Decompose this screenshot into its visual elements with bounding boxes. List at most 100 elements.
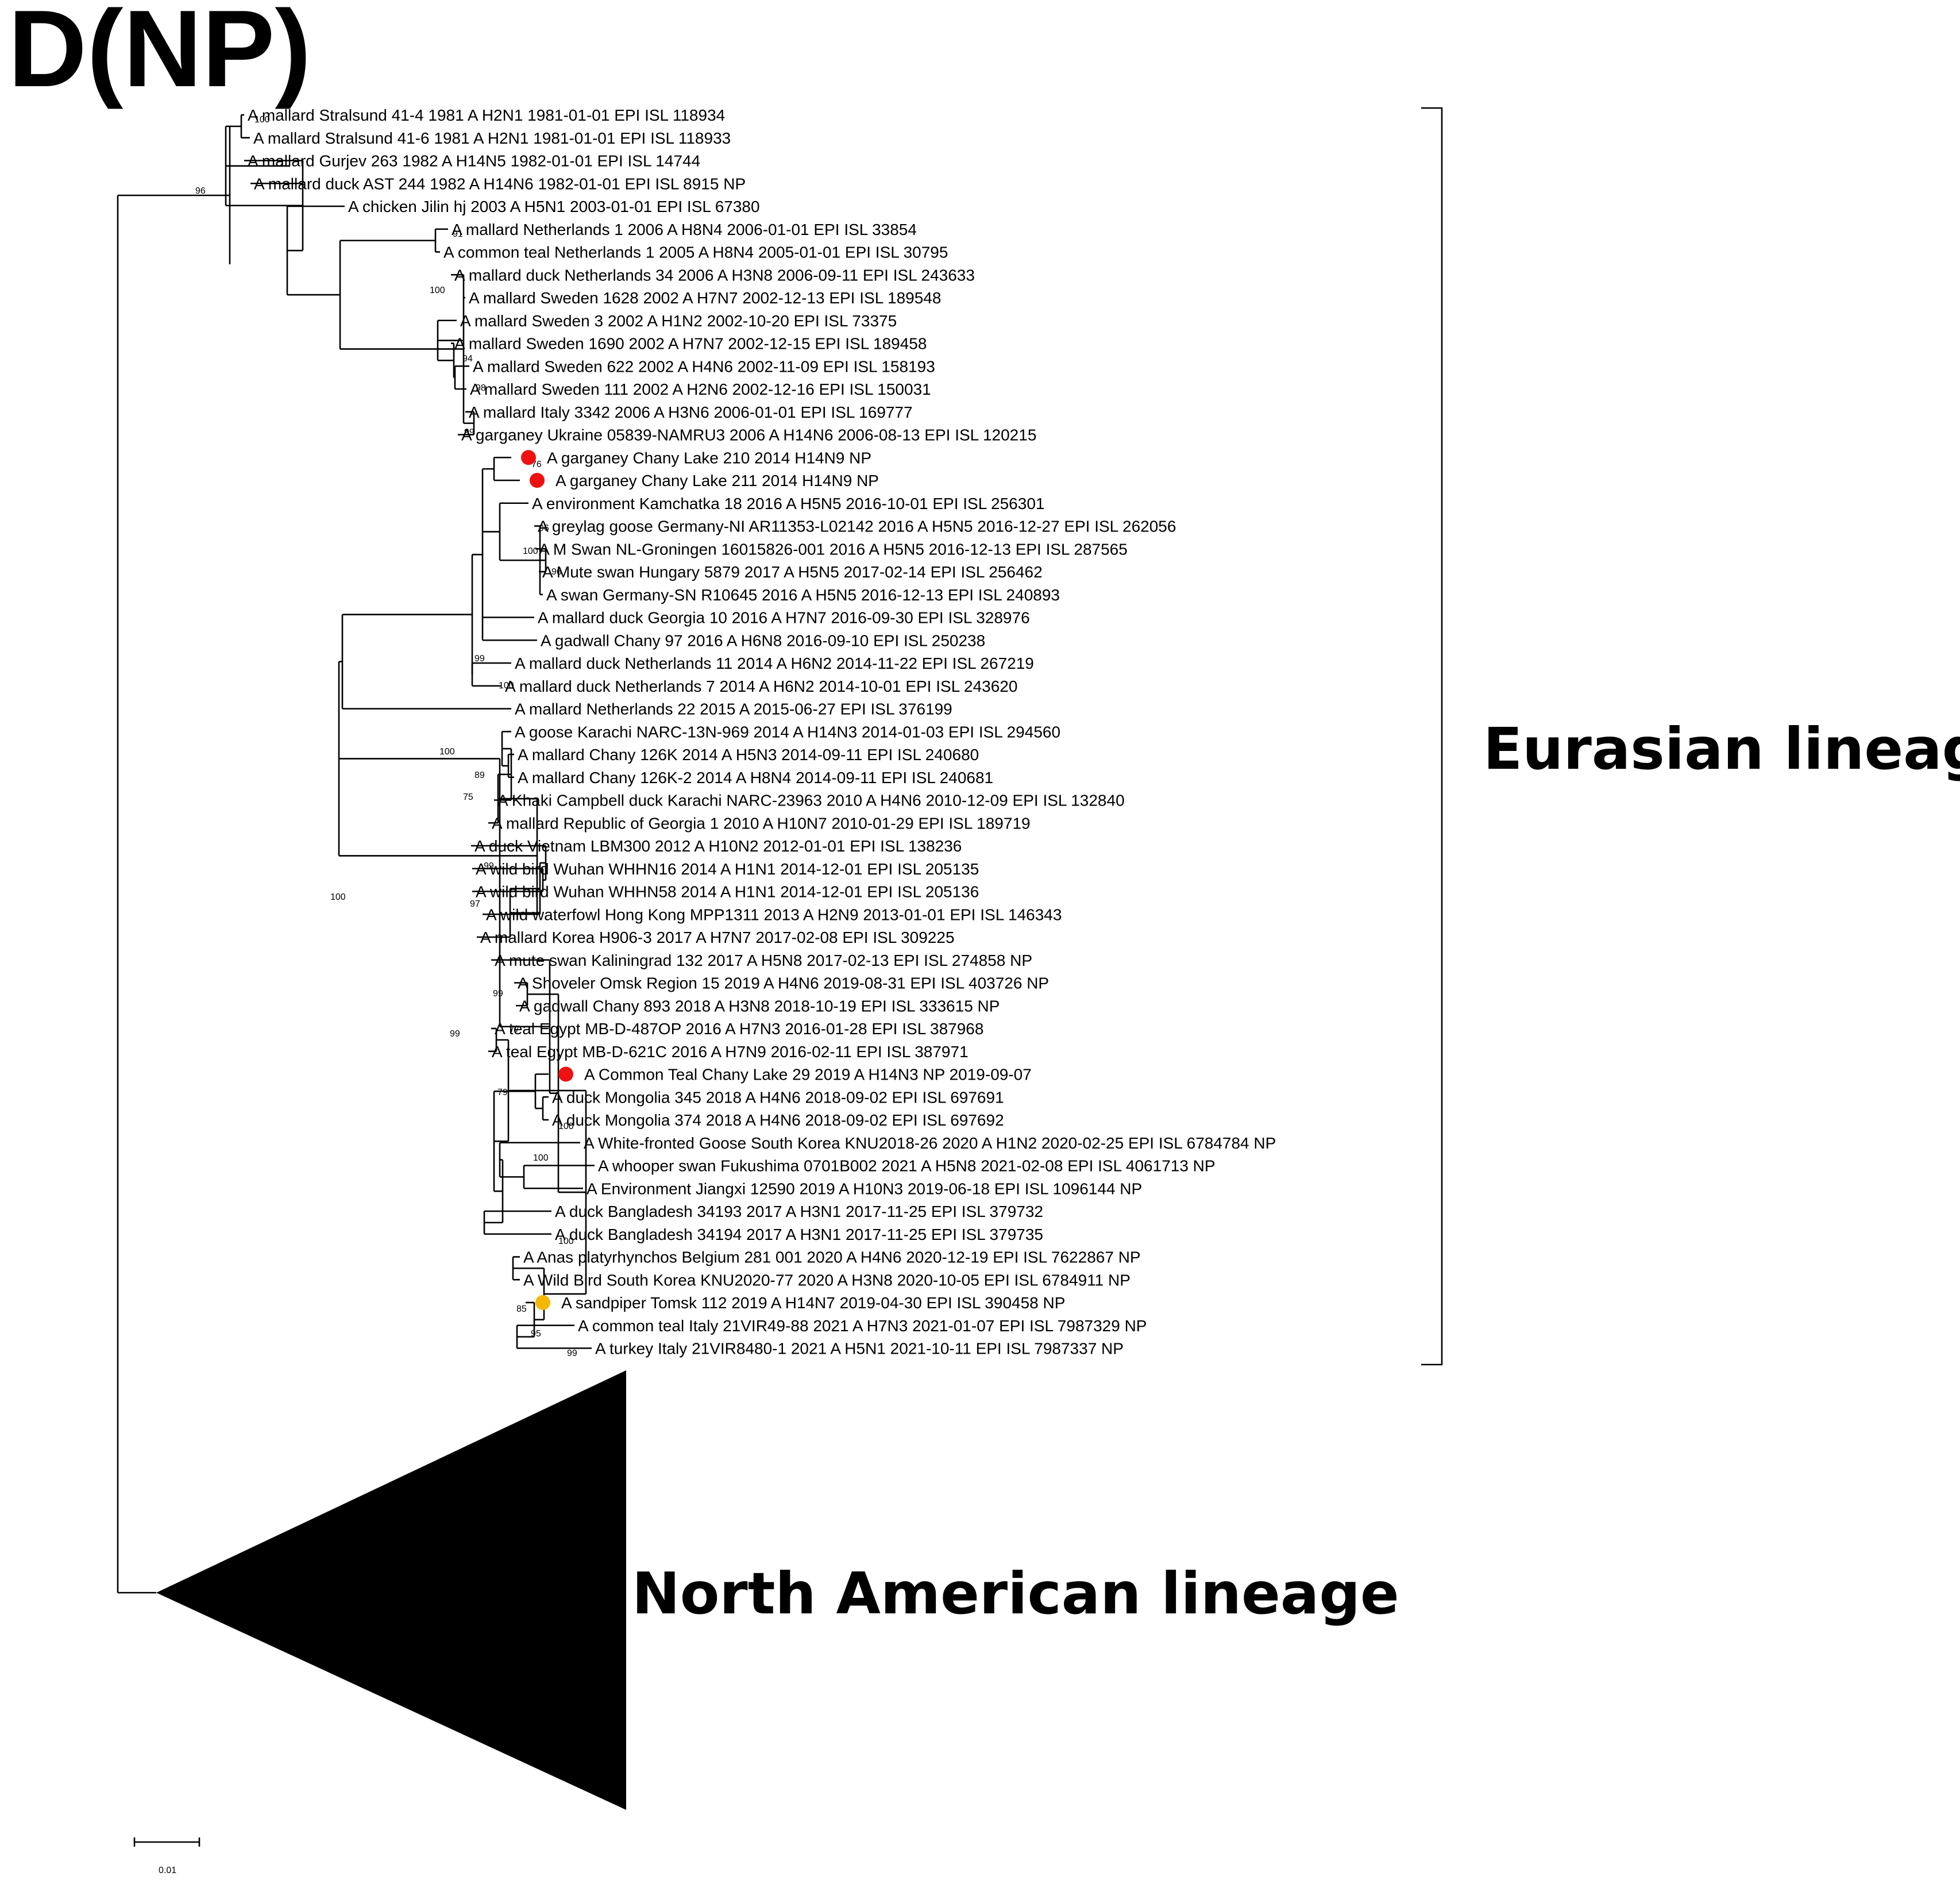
support-value: 89 xyxy=(474,770,485,780)
leaf-label: A mallard Italy 3342 2006 A H3N6 2006-01… xyxy=(469,403,913,421)
leaf-label: A mallard Stralsund 41-6 1981 A H2N1 198… xyxy=(253,129,731,147)
leaf-label: A mute swan Kaliningrad 132 2017 A H5N8 … xyxy=(495,951,1032,969)
leaf-label: A Common Teal Chany Lake 29 2019 A H14N3… xyxy=(584,1066,1032,1084)
leaf-label: A common teal Italy 21VIR49-88 2021 A H7… xyxy=(578,1317,1147,1335)
leaf-label: A teal Egypt MB-D-487OP 2016 A H7N3 2016… xyxy=(495,1020,983,1038)
leaf-labels: A mallard Stralsund 41-4 1981 A H2N1 198… xyxy=(248,106,1276,1358)
leaf-label: A garganey Chany Lake 211 2014 H14N9 NP xyxy=(555,472,879,490)
leaf-label: A duck Bangladesh 34194 2017 A H3N1 2017… xyxy=(555,1226,1043,1243)
leaf-label: A Shoveler Omsk Region 15 2019 A H4N6 20… xyxy=(518,974,1049,992)
leaf-label: A mallard Sweden 3 2002 A H1N2 2002-10-2… xyxy=(460,312,897,330)
leaf-label: A mallard Sweden 1628 2002 A H7N7 2002-1… xyxy=(469,289,941,307)
leaf-label: A mallard Sweden 622 2002 A H4N6 2002-11… xyxy=(473,357,935,375)
leaf-label: A mallard duck AST 244 1982 A H14N6 1982… xyxy=(254,175,746,192)
leaf-label: A gadwall Chany 97 2016 A H6N8 2016-09-1… xyxy=(541,631,985,649)
leaf-label: A mallard duck Netherlands 7 2014 A H6N2… xyxy=(505,677,1017,695)
support-value: 100 xyxy=(533,1153,549,1163)
support-value: 99 xyxy=(493,989,503,999)
leaf-label: A Khaki Campbell duck Karachi NARC-23963… xyxy=(497,792,1125,810)
panel-title: D(NP) xyxy=(8,0,311,110)
leaf-label: A mallard duck Netherlands 34 2006 A H3N… xyxy=(454,266,975,284)
leaf-label: A mallard Sweden 111 2002 A H2N6 2002-12… xyxy=(470,380,931,398)
support-value: 99 xyxy=(484,861,494,871)
support-value: 96 xyxy=(539,523,549,533)
support-value: 100 xyxy=(439,747,455,757)
scale-bar-label: 0.01 xyxy=(159,1866,176,1875)
support-value: 91 xyxy=(453,229,463,239)
leaf-label: A Wild Bird South Korea KNU2020-77 2020 … xyxy=(523,1271,1131,1289)
leaf-label: A M Swan NL-Groningen 16015826-001 2016 … xyxy=(539,540,1128,558)
support-value: 96 xyxy=(195,186,206,196)
red-marker-icon xyxy=(530,473,545,488)
leaf-label: A duck Vietnam LBM300 2012 A H10N2 2012-… xyxy=(474,837,962,855)
leaf-label: A Mute swan Hungary 5879 2017 A H5N5 201… xyxy=(542,563,1043,581)
support-value: 94 xyxy=(462,354,473,364)
support-value: 99 xyxy=(474,654,485,664)
leaf-label: A mallard Korea H906-3 2017 A H7N7 2017-… xyxy=(480,928,955,946)
leaf-label: A wild waterfowl Hong Kong MPP1311 2013 … xyxy=(486,906,1062,923)
leaf-label: A mallard duck Netherlands 11 2014 A H6N… xyxy=(515,654,1034,672)
leaf-label: A common teal Netherlands 1 2005 A H8N4 … xyxy=(443,244,948,261)
leaf-label: A mallard duck Georgia 10 2016 A H7N7 20… xyxy=(538,609,1030,627)
leaf-label: A chicken Jilin hj 2003 A H5N1 2003-01-0… xyxy=(348,198,760,215)
leaf-label: A wild bird Wuhan WHHN58 2014 A H1N1 201… xyxy=(476,883,979,901)
leaf-label: A Anas platyrhynchos Belgium 281 001 202… xyxy=(523,1249,1141,1266)
support-value: 100 xyxy=(523,546,538,556)
leaf-label: A sandpiper Tomsk 112 2019 A H14N7 2019-… xyxy=(561,1294,1065,1312)
leaf-label: A turkey Italy 21VIR8480-1 2021 A H5N1 2… xyxy=(595,1340,1124,1358)
leaf-label: A mallard Republic of Georgia 1 2010 A H… xyxy=(492,814,1031,832)
leaf-label: A garganey Chany Lake 210 2014 H14N9 NP xyxy=(547,449,871,467)
leaf-label: A whooper swan Fukushima 0701B002 2021 A… xyxy=(598,1157,1216,1175)
support-value: 75 xyxy=(463,792,473,802)
leaf-label: A teal Egypt MB-D-621C 2016 A H7N9 2016-… xyxy=(492,1043,969,1061)
leaf-label: A duck Bangladesh 34193 2017 A H3N1 2017… xyxy=(555,1203,1043,1220)
leaf-label: A mallard Netherlands 22 2015 A 2015-06-… xyxy=(515,700,952,718)
support-value: 79 xyxy=(497,1088,508,1097)
leaf-label: A goose Karachi NARC-13N-969 2014 A H14N… xyxy=(515,723,1060,741)
support-value: 100 xyxy=(330,892,346,902)
scale-bar-line xyxy=(133,1837,200,1847)
eurasian-lineage-label: Eurasian lineage xyxy=(1483,715,1960,783)
support-value: 97 xyxy=(470,899,480,909)
support-value: 77 xyxy=(510,1024,520,1034)
leaf-label: A mallard Chany 126K-2 2014 A H8N4 2014-… xyxy=(518,769,993,787)
leaf-label: A mallard Chany 126K 2014 A H5N3 2014-09… xyxy=(518,746,979,764)
scale-bar: 0.01 xyxy=(133,1837,200,1875)
leaf-label: A wild bird Wuhan WHHN16 2014 A H1N1 201… xyxy=(476,860,979,878)
support-value: 100 xyxy=(430,286,445,295)
leaf-label: A Environment Jiangxi 12590 2019 A H10N3… xyxy=(587,1180,1142,1197)
leaf-label: A environment Kamchatka 18 2016 A H5N5 2… xyxy=(532,495,1044,513)
support-value: 95 xyxy=(531,1329,541,1339)
leaf-label: A duck Mongolia 374 2018 A H4N6 2018-09-… xyxy=(552,1111,1004,1129)
leaf-label: A White-fronted Goose South Korea KNU201… xyxy=(584,1134,1276,1152)
red-marker-icon xyxy=(521,450,536,465)
support-value: 100 xyxy=(499,681,514,691)
eurasian-bracket xyxy=(1421,107,1443,1366)
support-value: 100 xyxy=(558,1122,574,1131)
leaf-label: A mallard Stralsund 41-4 1981 A H2N1 198… xyxy=(248,106,725,124)
support-value: 99 xyxy=(464,427,474,437)
support-value: 99 xyxy=(450,1029,460,1039)
north-american-collapsed-clade xyxy=(156,1370,626,1810)
clade-annotations: Eurasian lineage North American lineage xyxy=(156,107,1960,1810)
leaf-label: A greylag goose Germany-NI AR11353-L0214… xyxy=(538,518,1176,535)
support-value: 98 xyxy=(476,383,486,393)
leaf-label: A mallard Gurjev 263 1982 A H14N5 1982-0… xyxy=(248,152,700,170)
leaf-label: A garganey Ukraine 05839-NAMRU3 2006 A H… xyxy=(461,426,1036,444)
red-marker-icon xyxy=(558,1066,573,1082)
yellow-marker-icon xyxy=(535,1295,550,1310)
leaf-label: A mallard Sweden 1690 2002 A H7N7 2002-1… xyxy=(454,335,927,353)
leaf-label: A gadwall Chany 893 2018 A H3N8 2018-10-… xyxy=(519,997,1000,1015)
support-value: 100 xyxy=(558,1236,574,1246)
leaf-label: A mallard Netherlands 1 2006 A H8N4 2006… xyxy=(452,221,917,238)
support-value: 100 xyxy=(254,115,270,125)
support-value: 99 xyxy=(567,1349,577,1358)
leaf-label: A swan Germany-SN R10645 2016 A H5N5 201… xyxy=(546,586,1060,604)
north-american-lineage-label: North American lineage xyxy=(632,1560,1399,1627)
support-value: 85 xyxy=(516,1304,527,1314)
tree-branches xyxy=(117,114,595,1594)
leaf-label: A duck Mongolia 345 2018 A H4N6 2018-09-… xyxy=(552,1088,1004,1106)
support-value: 96 xyxy=(551,567,562,577)
